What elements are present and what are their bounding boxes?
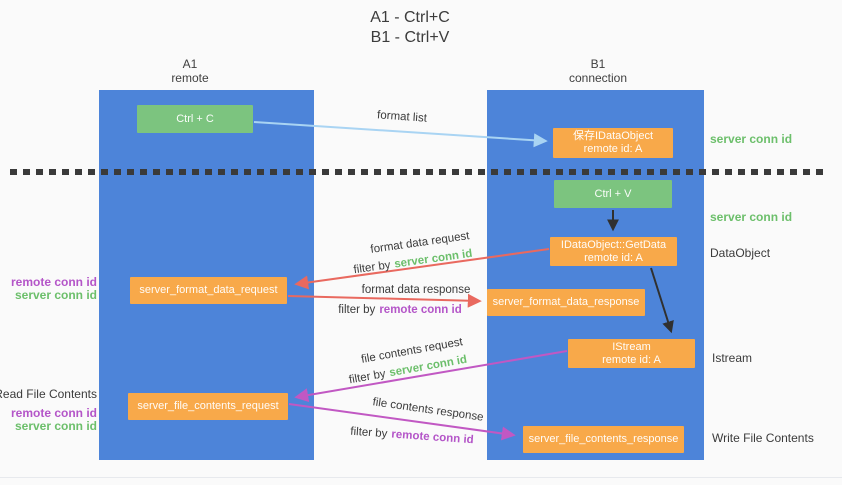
- getdata-line2: remote id: A: [584, 251, 643, 264]
- istream-node: IStream remote id: A: [568, 339, 695, 368]
- istream-side-label: Istream: [712, 351, 753, 365]
- ctrl-v-label: Ctrl + V: [594, 187, 632, 200]
- save-idataobject-node: 保存IDataObject remote id: A: [553, 128, 673, 158]
- file-response-label: server_file_contents_response: [528, 433, 679, 445]
- lifeline-b-id: B1: [590, 57, 606, 71]
- getdata-line1: IDataObject::GetData: [560, 238, 667, 251]
- remote-conn-id-text: remote conn id: [379, 304, 462, 316]
- session-divider-dotted-line: [10, 169, 823, 175]
- remote-conn-id-text: remote conn id: [390, 428, 475, 447]
- dataobject-label: DataObject: [710, 246, 771, 260]
- format-list-arrow-label: format list: [376, 109, 428, 125]
- filter-by-text: filter by: [348, 368, 387, 387]
- server-conn-id-left-1-label: server conn id: [14, 288, 97, 302]
- lifeline-a-name: remote: [171, 71, 209, 85]
- server-format-data-request-node: server_format_data_request: [130, 277, 287, 304]
- ctrl-c-node: Ctrl + C: [137, 105, 253, 133]
- filter-by-text: filter by: [352, 259, 392, 277]
- ctrl-c-label: Ctrl + C: [176, 112, 214, 125]
- read-file-contents-label: Read File Contents: [0, 387, 97, 401]
- left-conn-id-group-2: remote conn id server conn id: [11, 407, 97, 433]
- bottom-divider: [0, 477, 842, 478]
- ctrl-v-node: Ctrl + V: [554, 180, 672, 208]
- left-conn-id-group-1: remote conn id server conn id: [11, 276, 97, 302]
- save-idataobject-line1: 保存IDataObject: [572, 130, 654, 142]
- istream-line2: remote id: A: [602, 353, 661, 366]
- diagram-title: A1 - Ctrl+C B1 - Ctrl+V: [0, 8, 820, 48]
- save-idataobject-line2: remote id: A: [583, 143, 643, 155]
- lifeline-b-name: connection: [568, 71, 628, 85]
- server-conn-id-left-2-label: server conn id: [14, 419, 97, 433]
- file-contents-response-arrow-label: file contents response: [371, 396, 485, 424]
- format-data-response-arrow: [287, 293, 482, 308]
- server-file-contents-request-node: server_file_contents_request: [128, 393, 288, 420]
- istream-line1: IStream: [612, 340, 651, 353]
- format-request-label: server_format_data_request: [139, 284, 278, 296]
- server-conn-id-right-top-label: server conn id: [710, 132, 793, 146]
- lifeline-a-header: A1 remote: [130, 57, 250, 85]
- server-conn-id-text: server conn id: [393, 247, 474, 271]
- title-line-1: A1 - Ctrl+C: [370, 9, 450, 26]
- remote-conn-id-left-2-label: remote conn id: [10, 406, 97, 420]
- server-conn-id-right-mid-label: server conn id: [710, 210, 793, 224]
- server-file-contents-response-node: server_file_contents_response: [523, 426, 684, 453]
- filter-by-text: filter by: [349, 425, 388, 441]
- server-format-data-response-node: server_format_data_response: [487, 289, 645, 316]
- lifeline-b-header: B1 connection: [538, 57, 658, 85]
- filter-by-text: filter by: [338, 304, 376, 316]
- lifeline-a-id: A1: [182, 57, 198, 71]
- write-file-contents-label: Write File Contents: [712, 431, 814, 445]
- file-request-label: server_file_contents_request: [137, 400, 279, 412]
- idataobject-getdata-node: IDataObject::GetData remote id: A: [550, 237, 677, 266]
- format-data-response-arrow-label: format data response: [361, 284, 471, 296]
- title-line-2: B1 - Ctrl+V: [370, 29, 450, 46]
- remote-conn-id-left-1-label: remote conn id: [10, 275, 97, 289]
- format-response-label: server_format_data_response: [492, 296, 640, 308]
